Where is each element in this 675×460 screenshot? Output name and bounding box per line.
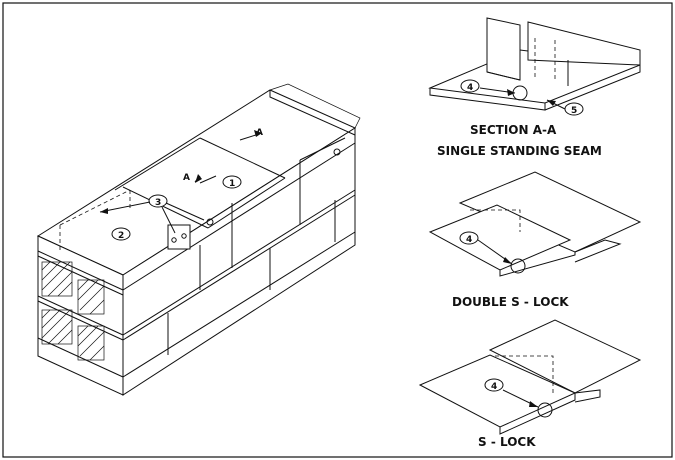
callout-2: 2 [111, 227, 131, 241]
section-title: SECTION A-A [470, 123, 557, 137]
callout-1: 1 [222, 175, 242, 189]
hatched-blocks [41, 261, 105, 361]
s-lock-caption: S - LOCK [478, 435, 536, 449]
svg-text:4: 4 [466, 235, 472, 245]
isometric-wall-assembly [36, 83, 361, 396]
standing-seam-detail [428, 17, 641, 111]
svg-text:1: 1 [229, 179, 235, 189]
s-lock-detail [418, 319, 642, 435]
svg-text:4: 4 [491, 382, 497, 392]
svg-text:5: 5 [571, 106, 577, 116]
section-marker-a-upper: A [256, 128, 263, 138]
double-s-lock-detail [428, 171, 642, 277]
section-marker-a-lower: A [183, 173, 190, 183]
double-s-lock-caption: DOUBLE S - LOCK [452, 295, 569, 309]
callout-3: 3 [99, 194, 205, 234]
callout-4-single: 4 [484, 378, 504, 392]
svg-text:4: 4 [467, 83, 473, 93]
section-subtitle: SINGLE STANDING SEAM [437, 144, 602, 158]
svg-text:2: 2 [118, 231, 124, 241]
callout-4-double: 4 [459, 231, 479, 245]
callout-4-section: 4 [460, 79, 480, 93]
callout-5: 5 [564, 102, 584, 116]
svg-text:3: 3 [155, 198, 161, 208]
